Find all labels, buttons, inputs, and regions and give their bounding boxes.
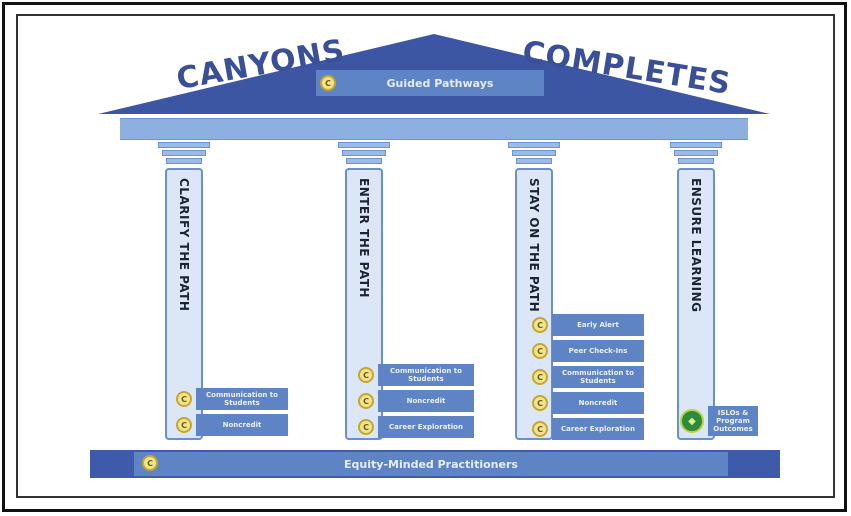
pillar-capital [678,158,714,164]
foundation-banner: Equity-Minded Practitioners [134,452,728,476]
pillar-item: C Communication to Students [176,388,288,410]
banner-label: Guided Pathways [386,76,494,90]
pillar-capital [342,150,386,156]
guided-pathways-banner: C Guided Pathways [316,70,544,96]
gold-badge-icon: C [532,421,548,437]
pillar-capital [512,150,556,156]
green-diamond-badge-icon: ◆ [680,409,704,433]
gold-badge-icon: C [176,417,192,433]
pillar-capital [516,158,552,164]
foundation-label: Equity-Minded Practitioners [344,457,518,471]
pillar-title: ENSURE LEARNING [689,178,703,313]
pillar-capital [338,142,390,148]
gold-badge-icon: C [142,455,158,471]
item-label: Career Exploration [378,416,474,438]
pillar-item: C Career Exploration [532,418,644,440]
gold-badge-icon: C [532,369,548,385]
gold-badge-icon: C [358,393,374,409]
pillar-item: C Peer Check-Ins [532,340,644,362]
gold-badge-icon: C [320,75,336,91]
item-label: ISLOs & Program Outcomes [708,406,758,436]
gold-badge-icon: C [358,367,374,383]
item-label: Peer Check-Ins [552,340,644,362]
pillar-item: C Career Exploration [358,416,474,438]
pillar-item: C Noncredit [176,414,288,436]
pillar-item: C Early Alert [532,314,644,336]
gold-badge-icon: C [532,343,548,359]
pillar-capital [670,142,722,148]
pillar-shaft: ENTER THE PATH [345,168,383,440]
item-label: Communication to Students [552,366,644,388]
pillar-item: C Noncredit [358,390,474,412]
pillar-title: CLARIFY THE PATH [177,178,191,312]
pillar-item: C Communication to Students [358,364,474,386]
item-label: Career Exploration [552,418,644,440]
pillar-item: ◆ ISLOs & Program Outcomes [680,406,758,436]
gold-badge-icon: C [532,317,548,333]
item-label: Communication to Students [196,388,288,410]
pillar-item: C Noncredit [532,392,644,414]
gold-badge-icon: C [358,419,374,435]
pillar-shaft: ENSURE LEARNING [677,168,715,440]
pillar-title: STAY ON THE PATH [527,178,541,313]
pillar-title: ENTER THE PATH [357,178,371,298]
pillar-capital [158,142,210,148]
pillar-item: C Communication to Students [532,366,644,388]
item-label: Early Alert [552,314,644,336]
item-label: Communication to Students [378,364,474,386]
entablature-beam [120,118,748,140]
pillar-capital [508,142,560,148]
pillar-capital [674,150,718,156]
gold-badge-icon: C [176,391,192,407]
gold-badge-icon: C [532,395,548,411]
pillar-capital [346,158,382,164]
pillar-capital [162,150,206,156]
item-label: Noncredit [196,414,288,436]
pillar-shaft: STAY ON THE PATH [515,168,553,440]
item-label: Noncredit [378,390,474,412]
pillar-capital [166,158,202,164]
item-label: Noncredit [552,392,644,414]
